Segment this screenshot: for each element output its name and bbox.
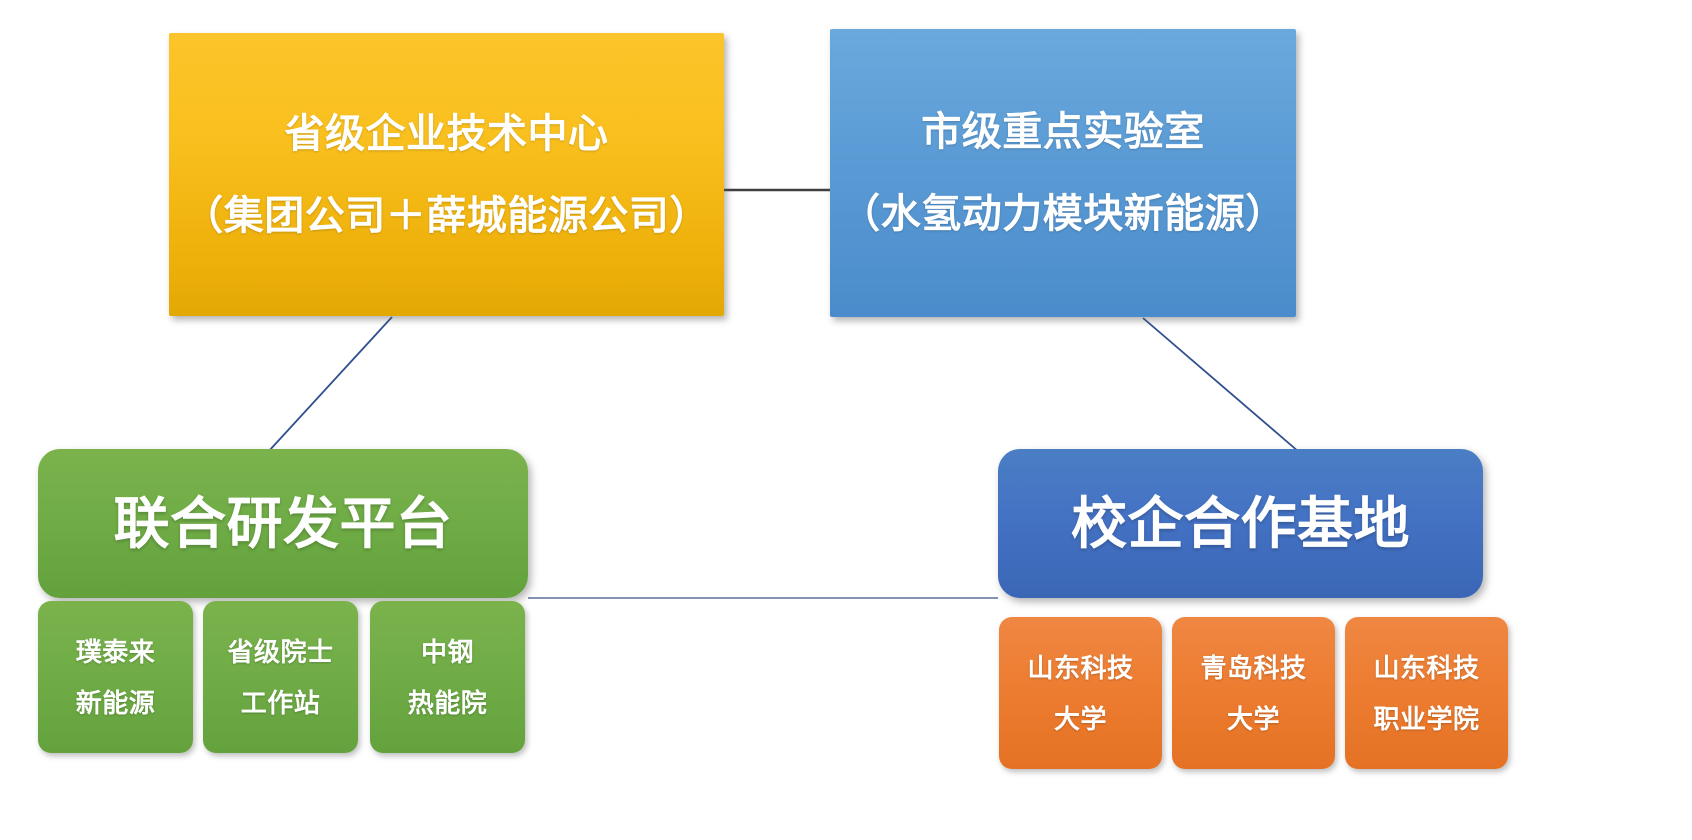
- chip-line-1: 山东科技: [1027, 652, 1134, 683]
- chip-line-2: 热能院: [407, 687, 488, 718]
- node-title-line-1: 市级重点实验室: [921, 110, 1205, 154]
- node-title-line-2: （集团公司＋薛城能源公司）: [183, 193, 710, 238]
- node-title-line-2: （水氢动力模块新能源）: [840, 192, 1286, 236]
- node-provincial-enterprise-technology-center[interactable]: 省级企业技术中心 （集团公司＋薛城能源公司）: [169, 33, 724, 316]
- chip-line-2: 大学: [1053, 703, 1107, 734]
- node-title-line-1: 省级企业技术中心: [284, 111, 609, 156]
- chip-shandong-vocational-college-of-science-and-technology[interactable]: 山东科技 职业学院: [1345, 617, 1508, 769]
- chip-line-2: 工作站: [240, 687, 321, 718]
- chip-putailai-new-energy[interactable]: 璞泰来 新能源: [38, 601, 193, 753]
- node-joint-rd-platform[interactable]: 联合研发平台: [38, 449, 528, 598]
- node-label: 联合研发平台: [113, 491, 453, 555]
- chip-provincial-academician-workstation[interactable]: 省级院士 工作站: [203, 601, 358, 753]
- chip-qingdao-university-of-science-and-technology[interactable]: 青岛科技 大学: [1172, 617, 1335, 769]
- chip-shandong-university-of-science-and-technology[interactable]: 山东科技 大学: [999, 617, 1162, 769]
- chip-line-1: 省级院士: [227, 636, 334, 667]
- node-school-enterprise-cooperation-base[interactable]: 校企合作基地: [998, 449, 1483, 598]
- connector-blue-to-base: [1142, 317, 1300, 453]
- chip-line-1: 青岛科技: [1200, 652, 1307, 683]
- node-municipal-key-laboratory[interactable]: 市级重点实验室 （水氢动力模块新能源）: [830, 29, 1296, 317]
- node-label: 校企合作基地: [1071, 491, 1410, 555]
- chip-line-2: 大学: [1226, 703, 1280, 734]
- chip-line-2: 职业学院: [1373, 703, 1480, 734]
- connector-yellow-to-green: [267, 316, 393, 453]
- chip-line-1: 山东科技: [1373, 652, 1480, 683]
- chip-line-1: 璞泰来: [75, 636, 156, 667]
- chip-sinosteel-thermal-energy-institute[interactable]: 中钢 热能院: [370, 601, 525, 753]
- chip-line-2: 新能源: [75, 687, 156, 718]
- chip-line-1: 中钢: [420, 636, 474, 667]
